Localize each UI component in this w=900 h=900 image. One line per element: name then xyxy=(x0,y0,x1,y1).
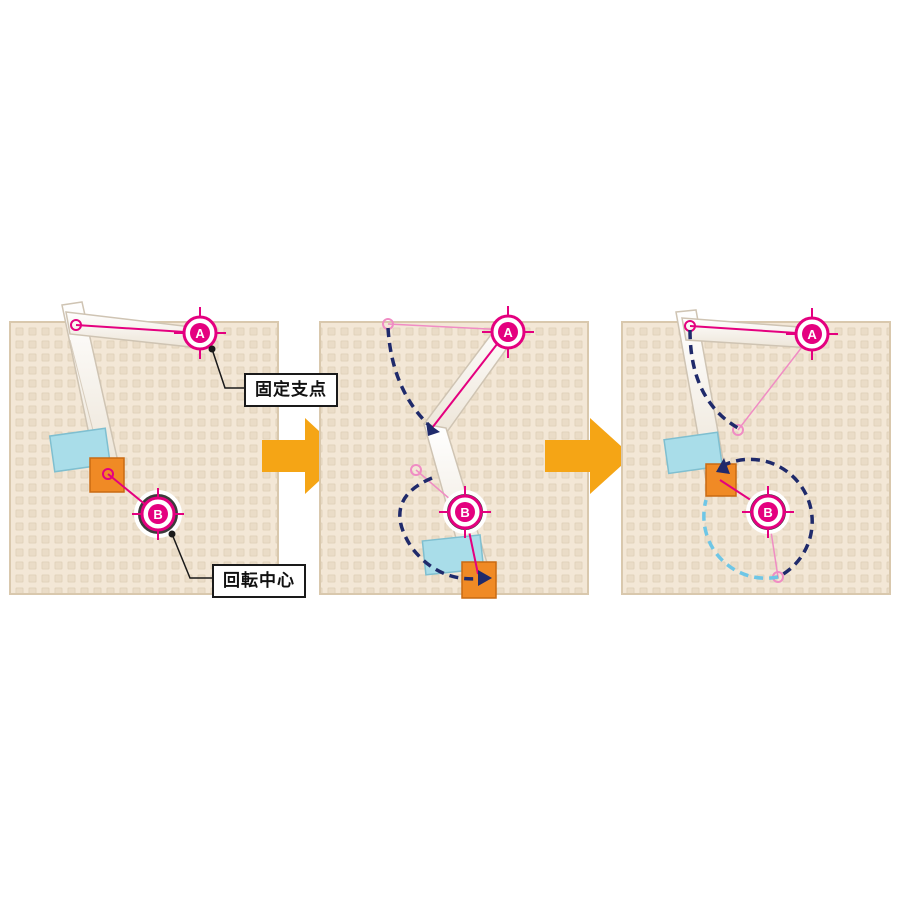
fixed-pivot-callout: 固定支点 xyxy=(244,373,338,407)
target-marker-icon: A xyxy=(482,306,534,358)
blue-block-3 xyxy=(663,431,724,475)
point-a-label: A xyxy=(195,326,205,341)
rotation-center-callout: 回転中心 xyxy=(212,564,306,598)
pin-hole-icon xyxy=(70,319,82,331)
point-a-label: A xyxy=(807,327,817,342)
panel-1: A B xyxy=(9,301,279,595)
board-1 xyxy=(9,321,279,595)
pin-hole-icon xyxy=(732,424,744,436)
target-marker-icon: A xyxy=(786,308,838,360)
pin-hole-icon xyxy=(102,468,114,480)
target-marker-icon: A xyxy=(174,307,226,359)
rotation-circle-path xyxy=(721,457,814,579)
leader-line-fixed xyxy=(211,348,246,389)
lower-arc-path xyxy=(398,476,485,581)
point-b-label: B xyxy=(153,507,162,522)
point-a-label: A xyxy=(503,325,513,340)
rotation-circle-return xyxy=(702,499,779,580)
panel-3: A B xyxy=(621,308,891,595)
upper-arc-path xyxy=(688,329,739,430)
panel-2: A B xyxy=(319,306,589,599)
orange-block-1 xyxy=(89,457,125,493)
pin-hole-icon xyxy=(410,464,422,476)
right-arrow-icon xyxy=(545,418,632,494)
point-b-label: B xyxy=(763,505,772,520)
target-marker-icon: B xyxy=(439,486,491,538)
leader-line-rotation xyxy=(171,533,214,579)
target-marker-icon: B xyxy=(132,488,184,540)
target-marker-icon: B xyxy=(742,486,794,538)
point-b-label: B xyxy=(460,505,469,520)
